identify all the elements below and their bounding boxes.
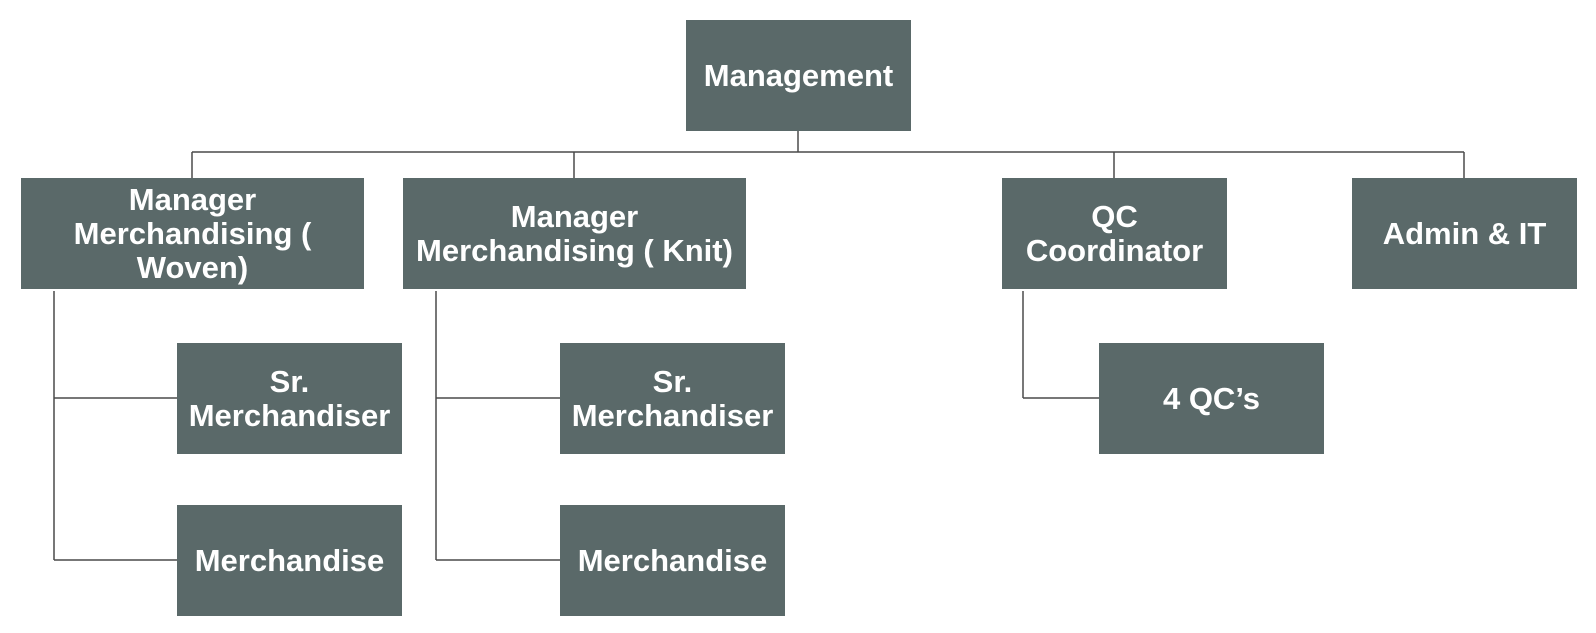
node-woven-sr-merchandiser: Sr. Merchandiser [177, 343, 402, 454]
node-4-qcs: 4 QC’s [1099, 343, 1324, 454]
node-management: Management [686, 20, 911, 131]
node-manager-merchandising-woven: Manager Merchandising ( Woven) [21, 178, 364, 289]
node-qc-coordinator: QC Coordinator [1002, 178, 1227, 289]
node-manager-merchandising-knit: Manager Merchandising ( Knit) [403, 178, 746, 289]
node-knit-merchandise: Merchandise [560, 505, 785, 616]
node-admin-it: Admin & IT [1352, 178, 1577, 289]
node-knit-sr-merchandiser: Sr. Merchandiser [560, 343, 785, 454]
node-woven-merchandise: Merchandise [177, 505, 402, 616]
